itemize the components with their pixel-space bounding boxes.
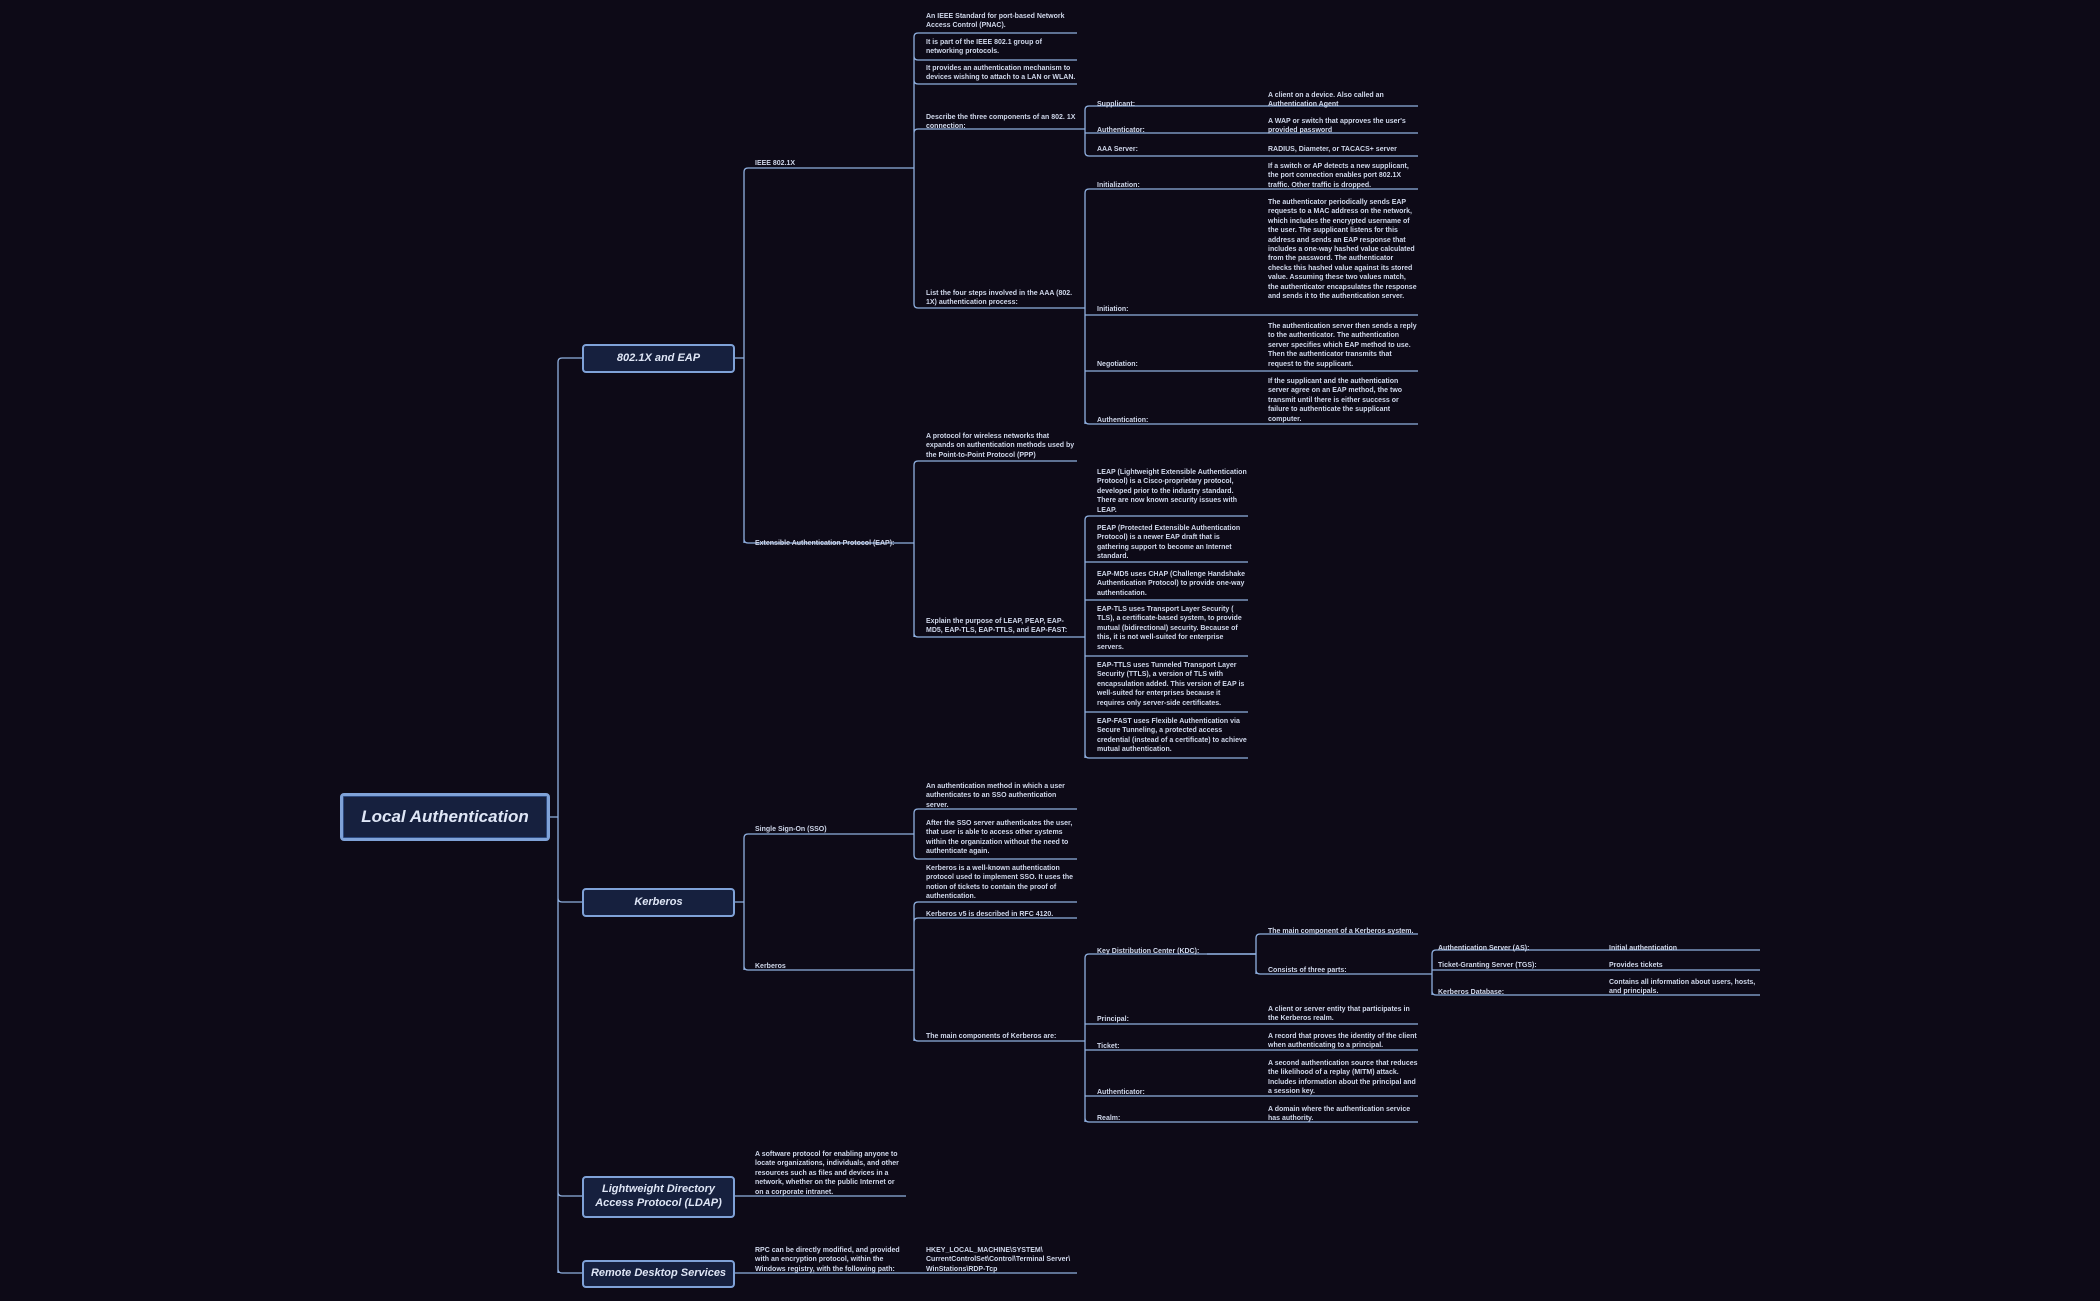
kerberos-description: Kerberos is a well-known authentication …	[926, 865, 1074, 901]
kdc-parts-label: Consists of three parts:	[1268, 967, 1347, 974]
as-answer: Initial authentication	[1609, 945, 1678, 952]
authenticator-answer: A WAP or switch that approves the user's…	[1268, 118, 1406, 135]
rds-description: RPC can be directly modified, and provid…	[755, 1247, 900, 1273]
ticket-label: Ticket:	[1097, 1043, 1120, 1050]
authentication-answer: If the supplicant and the authentication…	[1268, 378, 1403, 423]
kerberos-rfc: Kerberos v5 is described in RFC 4120.	[926, 911, 1054, 918]
realm-answer: A domain where the authentication servic…	[1268, 1106, 1411, 1123]
kerberos-authenticator-answer: A second authentication source that redu…	[1268, 1060, 1418, 1096]
principal-label: Principal:	[1097, 1016, 1129, 1023]
rds-registry-path: HKEY_LOCAL_MACHINE\SYSTEM\ CurrentContro…	[926, 1247, 1071, 1273]
eap-ttls-text: EAP-TTLS uses Tunneled Transport Layer S…	[1097, 662, 1245, 707]
sso-label: Single Sign-On (SSO)	[755, 826, 827, 833]
sso-text-a: An authentication method in which a user…	[926, 783, 1065, 809]
node-kerberos[interactable]: Kerberos	[582, 888, 735, 917]
leap-text: LEAP (Lightweight Extensible Authenticat…	[1097, 469, 1247, 514]
eap-tls-text: EAP-TLS uses Transport Layer Security ( …	[1097, 606, 1242, 651]
root-node[interactable]: Local Authentication	[340, 793, 550, 841]
sso-text-b: After the SSO server authenticates the u…	[926, 820, 1073, 856]
eap-description: A protocol for wireless networks that ex…	[926, 433, 1075, 459]
aaa-server-answer: RADIUS, Diameter, or TACACS+ server	[1268, 146, 1397, 153]
negotiation-label: Negotiation:	[1097, 361, 1138, 368]
ldap-description: A software protocol for enabling anyone …	[755, 1151, 899, 1196]
steps-question: List the four steps involved in the AAA …	[926, 290, 1073, 307]
kerberos-label: Kerberos	[755, 963, 786, 970]
initialization-label: Initialization:	[1097, 182, 1140, 189]
kerberos-authenticator-label: Authenticator:	[1097, 1089, 1145, 1096]
as-label: Authentication Server (AS):	[1438, 945, 1530, 952]
ieee-group-text: It is part of the IEEE 802.1 group of ne…	[926, 39, 1042, 56]
eap-md5-text: EAP-MD5 uses CHAP (Challenge Handshake A…	[1097, 571, 1246, 597]
ieee-8021x-label: IEEE 802.1X	[755, 160, 796, 167]
supplicant-answer: A client on a device. Also called an Aut…	[1268, 92, 1384, 109]
kdc-main-text: The main component of a Kerberos system.	[1268, 928, 1414, 935]
authenticator-label: Authenticator:	[1097, 127, 1145, 134]
ieee-standard-text: An IEEE Standard for port-based Network …	[926, 13, 1065, 30]
node-8021x-eap[interactable]: 802.1X and EAP	[582, 344, 735, 373]
initiation-answer: The authenticator periodically sends EAP…	[1268, 199, 1417, 301]
ticket-answer: A record that proves the identity of the…	[1268, 1033, 1417, 1050]
kerberos-db-answer: Contains all information about users, ho…	[1609, 979, 1756, 996]
components-question: Describe the three components of an 802.…	[926, 114, 1076, 131]
node-ldap[interactable]: Lightweight Directory Access Protocol (L…	[582, 1176, 735, 1218]
node-remote-desktop[interactable]: Remote Desktop Services	[582, 1260, 735, 1288]
ieee-mechanism-text: It provides an authentication mechanism …	[926, 65, 1076, 82]
eap-fast-text: EAP-FAST uses Flexible Authentication vi…	[1097, 718, 1247, 754]
tgs-answer: Provides tickets	[1609, 962, 1663, 969]
kdc-label: Key Distribution Center (KDC):	[1097, 948, 1200, 955]
negotiation-answer: The authentication server then sends a r…	[1268, 323, 1417, 368]
authentication-label: Authentication:	[1097, 417, 1149, 424]
peap-text: PEAP (Protected Extensible Authenticatio…	[1097, 525, 1241, 561]
initialization-answer: If a switch or AP detects a new supplica…	[1268, 163, 1409, 189]
initiation-label: Initiation:	[1097, 306, 1129, 313]
tgs-label: Ticket-Granting Server (TGS):	[1438, 962, 1537, 969]
kerberos-db-label: Kerberos Database:	[1438, 989, 1505, 996]
realm-label: Realm:	[1097, 1115, 1121, 1122]
eap-label: Extensible Authentication Protocol (EAP)…	[755, 540, 895, 547]
principal-answer: A client or server entity that participa…	[1268, 1006, 1410, 1023]
kerberos-components-label: The main components of Kerberos are:	[926, 1033, 1057, 1040]
eap-purpose-question: Explain the purpose of LEAP, PEAP, EAP-M…	[926, 618, 1068, 635]
supplicant-label: Supplicant:	[1097, 101, 1136, 108]
aaa-server-label: AAA Server:	[1097, 146, 1138, 153]
